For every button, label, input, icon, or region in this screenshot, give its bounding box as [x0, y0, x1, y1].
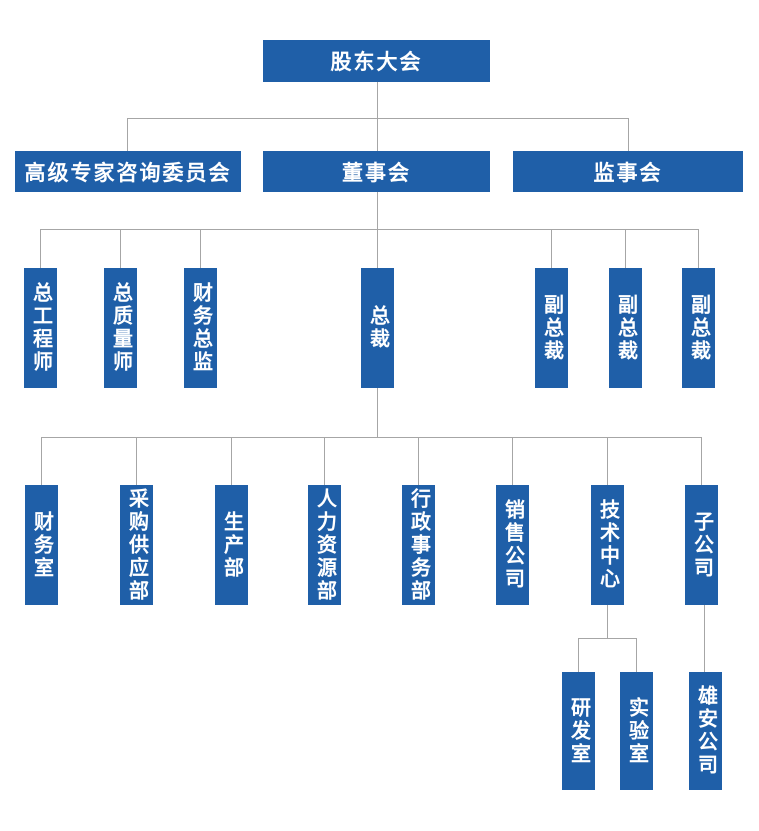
connector	[418, 437, 419, 485]
connector	[377, 388, 378, 437]
connector	[578, 638, 637, 639]
connector	[625, 229, 626, 268]
org-node-human-resources-dept: 人力资源部	[308, 485, 341, 605]
connector	[377, 192, 378, 229]
org-node-finance-director: 财务总监	[184, 268, 217, 388]
connector	[377, 229, 378, 268]
connector	[200, 229, 201, 268]
org-node-subsidiary: 子公司	[685, 485, 718, 605]
connector	[701, 437, 702, 485]
org-node-production-dept: 生产部	[215, 485, 248, 605]
org-node-admin-affairs-dept: 行政事务部	[402, 485, 435, 605]
connector	[231, 437, 232, 485]
org-node-xiongan-company: 雄安公司	[689, 672, 722, 790]
connector	[578, 638, 579, 672]
connector	[551, 229, 552, 268]
connector	[120, 229, 121, 268]
connector	[127, 118, 128, 151]
connector	[377, 82, 378, 118]
org-node-supervisory-board: 监事会	[513, 151, 743, 192]
connector	[512, 437, 513, 485]
org-node-president: 总裁	[361, 268, 394, 388]
connector	[636, 638, 637, 672]
org-node-finance-office: 财务室	[25, 485, 58, 605]
org-node-sales-company: 销售公司	[496, 485, 529, 605]
org-node-procurement-supply-dept: 采购供应部	[120, 485, 153, 605]
connector	[127, 118, 629, 119]
org-node-advisory-committee: 高级专家咨询委员会	[15, 151, 241, 192]
org-node-vice-president-2: 副总裁	[609, 268, 642, 388]
connector	[136, 437, 137, 485]
org-node-rd-office: 研发室	[562, 672, 595, 790]
connector	[704, 605, 705, 672]
org-node-chief-engineer: 总工程师	[24, 268, 57, 388]
org-node-vice-president-3: 副总裁	[682, 268, 715, 388]
connector	[698, 229, 699, 268]
connector	[377, 118, 378, 151]
connector	[40, 229, 41, 268]
connector	[607, 437, 608, 485]
org-node-laboratory: 实验室	[620, 672, 653, 790]
connector	[324, 437, 325, 485]
org-node-vice-president-1: 副总裁	[535, 268, 568, 388]
connector	[41, 437, 702, 438]
connector	[40, 229, 699, 230]
connector	[41, 437, 42, 485]
org-node-chief-quality-engineer: 总质量师	[104, 268, 137, 388]
connector	[628, 118, 629, 151]
connector	[607, 605, 608, 638]
org-node-shareholders-meeting: 股东大会	[263, 40, 490, 82]
org-node-board-of-directors: 董事会	[263, 151, 490, 192]
org-node-technology-center: 技术中心	[591, 485, 624, 605]
